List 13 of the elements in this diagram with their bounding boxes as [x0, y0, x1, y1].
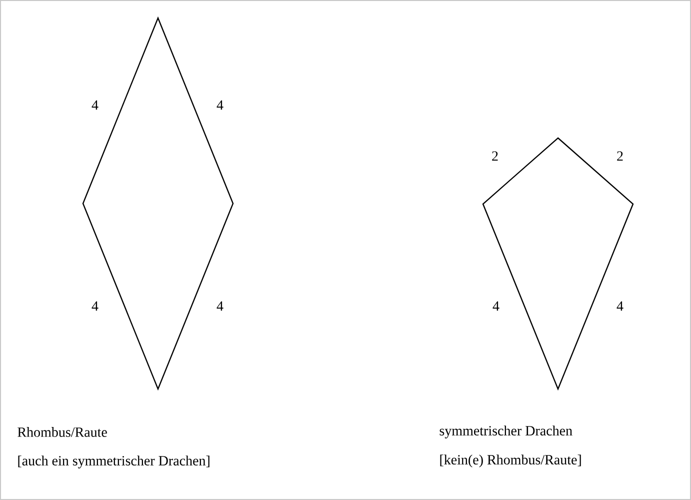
- node-label: [auch ein symmetrischer Drachen]: [18, 456, 210, 468]
- side-length-label: 2: [617, 151, 623, 161]
- node-label: symmetrischer Drachen: [440, 426, 572, 438]
- side-length-label: 4: [216, 100, 224, 110]
- side-length-label: 4: [92, 301, 98, 311]
- node-label: Rhombus/Raute: [18, 427, 107, 437]
- kite-shape: [482, 137, 634, 391]
- side-length-label: 4: [92, 100, 98, 110]
- node-label: [kein(e) Rhombus/Raute]: [440, 454, 581, 468]
- side-length-label: 4: [492, 301, 500, 311]
- side-length-label: 2: [492, 151, 498, 161]
- side-length-label: 4: [616, 301, 624, 311]
- side-length-label: 4: [216, 301, 224, 311]
